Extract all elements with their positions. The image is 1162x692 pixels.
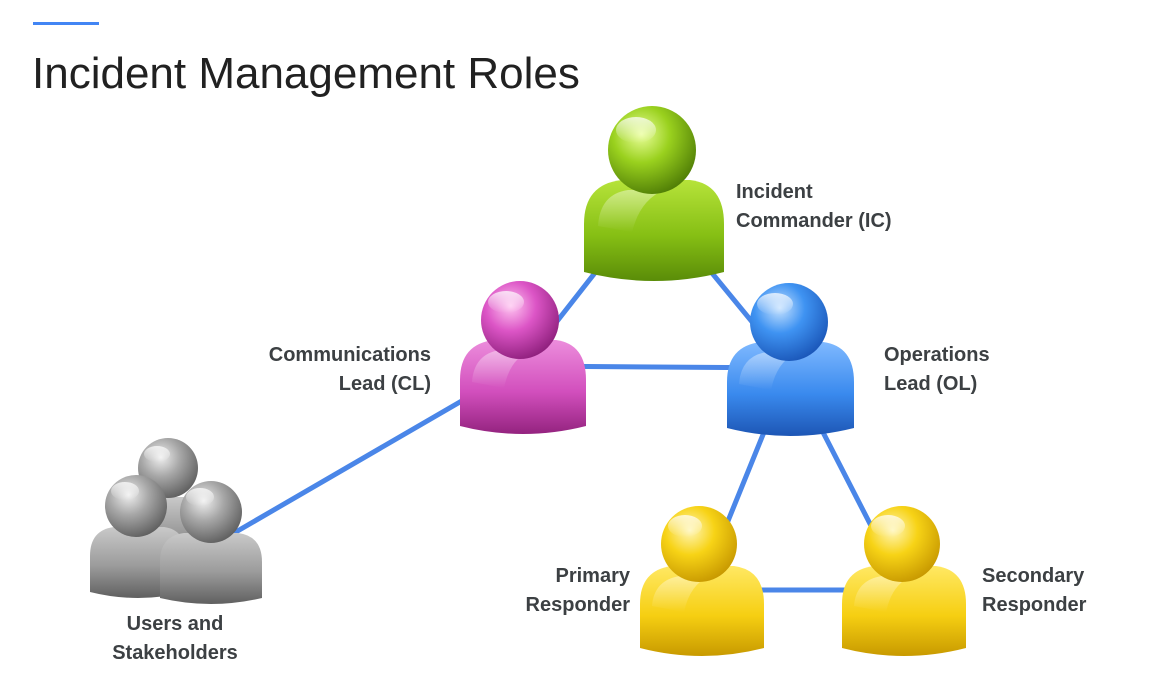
label-operations-lead: Operations Lead (OL) [884, 341, 990, 399]
label-line-2: Responder [982, 594, 1087, 616]
label-line-2: Lead (CL) [338, 373, 431, 395]
label-line-2: Responder [525, 594, 630, 616]
label-line-2: Stakeholders [112, 642, 238, 664]
label-line-1: Incident [736, 181, 813, 203]
label-line-2: Lead (OL) [884, 373, 978, 395]
label-line-1: Communications [268, 344, 431, 366]
label-communications-lead: Communications Lead (CL) [269, 341, 431, 399]
label-incident-commander: Incident Commander (IC) [736, 178, 892, 236]
label-line-1: Operations [884, 344, 990, 366]
label-secondary-responder: Secondary Responder [982, 562, 1086, 620]
page-title: Incident Management Roles [32, 49, 580, 98]
incident-commander-icon [584, 106, 724, 281]
label-line-1: Users and [126, 613, 224, 635]
label-line-1: Secondary [982, 565, 1085, 587]
label-line-1: Primary [555, 565, 631, 587]
primary-responder-icon [640, 506, 764, 656]
communications-lead-icon [460, 281, 586, 434]
label-users-and-stakeholders: Users and Stakeholders [88, 610, 262, 668]
title-accent-bar [33, 22, 99, 25]
operations-lead-icon [727, 283, 854, 436]
label-primary-responder: Primary Responder [526, 562, 630, 620]
users-and-stakeholders-icon [90, 438, 262, 604]
label-line-2: Commander (IC) [736, 210, 892, 232]
secondary-responder-icon [842, 506, 966, 656]
